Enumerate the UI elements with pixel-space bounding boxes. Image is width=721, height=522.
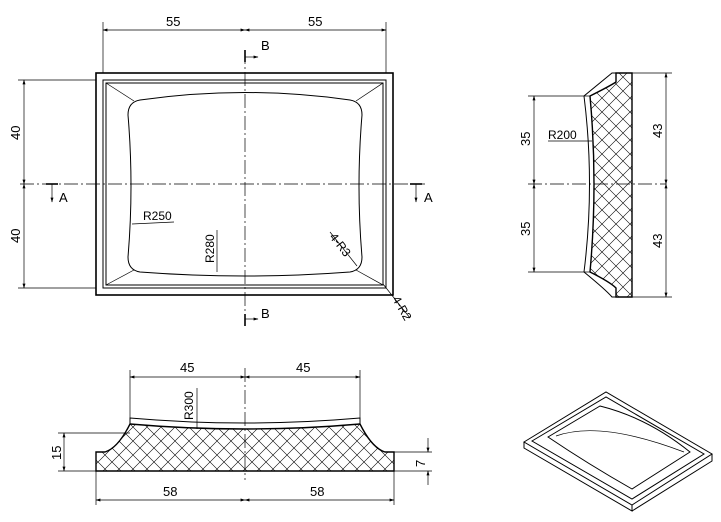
iso-base-top: [523, 391, 713, 506]
top-view: 55 55 40 40 B B A A R250 R280 4-R3 4-R2: [8, 14, 433, 326]
top-inner-cushion: [127, 92, 363, 277]
side-radius: R200: [548, 128, 577, 142]
leader-line: [382, 283, 411, 319]
side-view: 35 35 43 43 R200: [518, 72, 672, 298]
section-a-left: A: [59, 190, 68, 205]
front-dim-top-right: 45: [296, 360, 310, 375]
side-dim-right-top: 43: [650, 124, 665, 138]
leader-line: [329, 231, 358, 267]
bevel-line: [105, 82, 135, 102]
iso-base-front-right: [631, 454, 713, 512]
front-dim-bottom-left: 58: [163, 484, 177, 499]
front-dim-bottom-right: 58: [310, 484, 324, 499]
radius-bottom: R280: [203, 234, 217, 263]
front-dim-top-left: 45: [180, 360, 194, 375]
dim-width-left: 55: [166, 14, 180, 29]
section-a-right: A: [424, 190, 433, 205]
iso-cushion-crest: [555, 430, 685, 453]
isometric-view: [523, 391, 713, 512]
dim-width-right: 55: [308, 14, 322, 29]
bevel-line: [355, 82, 384, 102]
side-dim-right-bottom: 43: [650, 234, 665, 248]
iso-base-front-left: [523, 442, 633, 512]
side-section-profile: [589, 72, 633, 298]
radius-corner-outer: 4-R2: [389, 294, 414, 324]
section-b-top: B: [261, 38, 270, 53]
radius-side: R250: [143, 209, 172, 223]
front-radius: R300: [182, 391, 196, 420]
radius-corner-inner: 4-R3: [327, 230, 354, 259]
bevel-line: [105, 269, 135, 286]
iso-cushion: [547, 405, 691, 490]
front-view: 45 45 58 58 15 7 R300: [49, 360, 432, 505]
leader-line: [131, 221, 175, 225]
iso-rim: [531, 396, 705, 500]
front-dim-height: 15: [49, 446, 64, 460]
section-b-bottom: B: [261, 306, 270, 321]
bevel-line: [355, 269, 384, 286]
dim-height-top: 40: [8, 126, 23, 140]
dim-height-bottom: 40: [8, 229, 23, 243]
front-dim-step: 7: [413, 460, 428, 467]
side-dim-left-bottom: 35: [518, 222, 533, 236]
side-dim-left-top: 35: [518, 132, 533, 146]
